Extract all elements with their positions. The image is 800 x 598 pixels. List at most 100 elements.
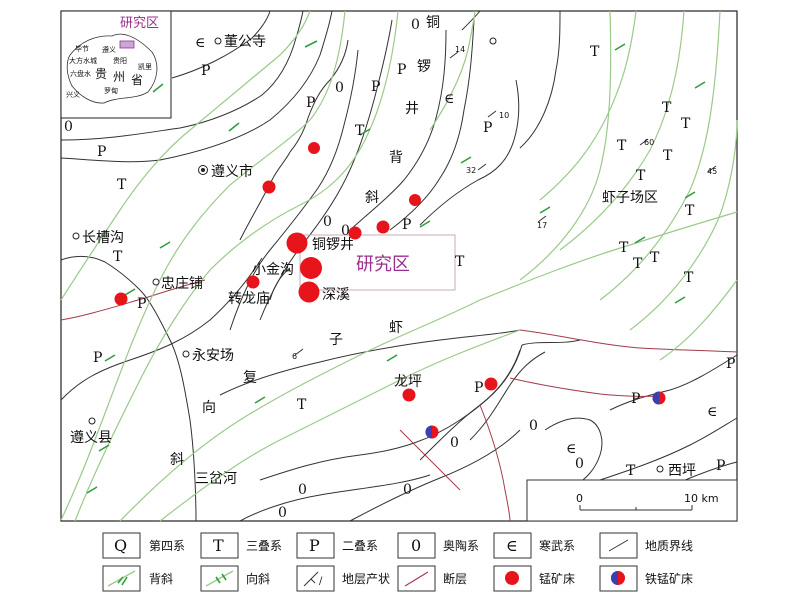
legend-label-femn: 铁锰矿床	[645, 571, 693, 586]
mn-deposit	[348, 226, 362, 240]
svg-text:T: T	[117, 177, 127, 193]
svg-text:0: 0	[341, 223, 350, 239]
syncline-char-2: 子	[329, 332, 343, 348]
svg-text:T: T	[590, 44, 600, 60]
anticline-char-2: 锣	[417, 59, 431, 75]
svg-text:T: T	[650, 250, 660, 266]
svg-text:P: P	[371, 79, 380, 95]
scale-end: 10 km	[684, 492, 719, 505]
scale-start: 0	[576, 492, 583, 505]
geological-boundaries	[60, 10, 738, 522]
inset-city-zunyi: 遵义	[102, 45, 116, 54]
svg-text:∈: ∈	[195, 35, 205, 51]
mn-deposit	[376, 220, 390, 234]
svg-text:P: P	[631, 391, 640, 407]
svg-text:T: T	[355, 123, 365, 139]
svg-text:0: 0	[323, 214, 332, 230]
mn-deposit	[246, 275, 260, 289]
fe-mn-deposit	[425, 425, 439, 439]
inset-city-shuicheng: 水城	[83, 56, 97, 65]
legend-label-ordovician: 奥陶系	[443, 538, 479, 553]
inset-city-bijie: 毕节	[75, 44, 89, 53]
svg-text:T: T	[455, 254, 465, 270]
svg-text:T: T	[636, 168, 646, 184]
inset-province-1: 贵	[95, 67, 107, 81]
svg-text:T: T	[663, 148, 673, 164]
svg-text:0: 0	[298, 482, 307, 498]
mn-deposit-xiaojingou	[300, 257, 322, 279]
inset-province-2: 州	[113, 70, 125, 84]
svg-text:T: T	[297, 397, 307, 413]
mn-deposit	[402, 388, 416, 402]
fe-mn-deposit	[652, 391, 666, 405]
svg-text:T: T	[626, 463, 636, 479]
svg-text:0: 0	[403, 482, 412, 498]
place-zhongzhuangpu: 忠庄铺	[161, 275, 203, 292]
mn-deposit	[308, 142, 320, 154]
svg-text:P: P	[726, 356, 735, 372]
fold-axes	[60, 10, 738, 522]
legend: Q 第四系 T 三叠系 P 二叠系 0 奥陶系 ∈ 寒武系 地质界线 背斜 向斜…	[102, 532, 693, 592]
inset-city-kaili: 凯里	[138, 62, 152, 71]
place-zunyi-county: 遵义县	[70, 429, 112, 446]
svg-text:/: /	[319, 576, 323, 587]
svg-text:T: T	[685, 203, 695, 219]
inset-city-dafang: 大方	[69, 56, 83, 65]
study-area-box	[299, 234, 456, 291]
legend-label-permian: 二叠系	[342, 539, 378, 553]
svg-text:T: T	[633, 256, 643, 272]
fold-markers	[86, 40, 706, 494]
svg-text:0: 0	[411, 17, 420, 33]
syncline-char-1: 虾	[389, 320, 403, 336]
legend-label-triassic: 三叠系	[246, 539, 282, 553]
svg-text:P: P	[397, 62, 406, 78]
legend-symbol-t: T	[213, 536, 224, 555]
scale-bar: 0 10 km	[526, 479, 738, 522]
svg-text:0: 0	[64, 119, 73, 135]
anticline-char-5: 斜	[365, 190, 379, 206]
svg-text:P: P	[93, 350, 102, 366]
svg-text:0: 0	[450, 435, 459, 451]
place-zunyi-city: 遵义市	[211, 163, 253, 180]
dip-symbols	[294, 51, 717, 356]
place-changcaogou: 长槽沟	[82, 230, 124, 246]
syncline-char-3: 复	[243, 369, 257, 386]
inset-city-xingyi: 兴义	[66, 90, 80, 99]
place-xiping: 西坪	[668, 463, 696, 479]
deposits	[114, 142, 666, 439]
mn-deposit	[484, 377, 498, 391]
dip-32: 32	[466, 166, 476, 175]
svg-text:0: 0	[529, 418, 538, 434]
svg-text:∈: ∈	[707, 404, 717, 420]
legend-label-mn: 锰矿床	[539, 571, 575, 586]
svg-text:T: T	[619, 240, 629, 256]
strata-symbols: ∈ P 0 P P 0 P T ∈ P T 0 P T 0 0 P T T P …	[64, 17, 735, 521]
faults	[60, 279, 738, 522]
place-yonganchang: 永安场	[192, 348, 234, 364]
mn-deposit	[114, 292, 128, 306]
svg-text:0: 0	[278, 505, 287, 521]
svg-text:T: T	[681, 116, 691, 132]
legend-symbol-o: 0	[411, 536, 421, 555]
inset-city-guiyang: 贵阳	[113, 56, 127, 65]
study-area-label: 研究区	[356, 254, 410, 275]
legend-label-quaternary: 第四系	[149, 539, 185, 553]
svg-text:0: 0	[335, 80, 344, 96]
svg-text:0: 0	[575, 456, 584, 472]
syncline-char-4: 向	[202, 400, 216, 416]
legend-label-fault: 断层	[443, 571, 467, 586]
svg-text:∈: ∈	[566, 441, 576, 457]
anticline-char-3: 井	[405, 101, 419, 117]
towns	[72, 37, 664, 473]
inset-study-area: 研究区	[120, 16, 159, 31]
place-sanchahe: 三岔河	[195, 471, 237, 487]
inset-province-3: 省	[131, 73, 143, 87]
dip-6: 6	[292, 352, 297, 361]
svg-text:P: P	[201, 63, 210, 79]
legend-label-syncline: 向斜	[246, 571, 270, 586]
legend-label-attitude: 地层产状	[342, 572, 390, 586]
svg-text:T: T	[617, 138, 627, 154]
legend-label-cambrian: 寒武系	[539, 538, 575, 553]
syncline-char-5: 斜	[170, 452, 184, 468]
